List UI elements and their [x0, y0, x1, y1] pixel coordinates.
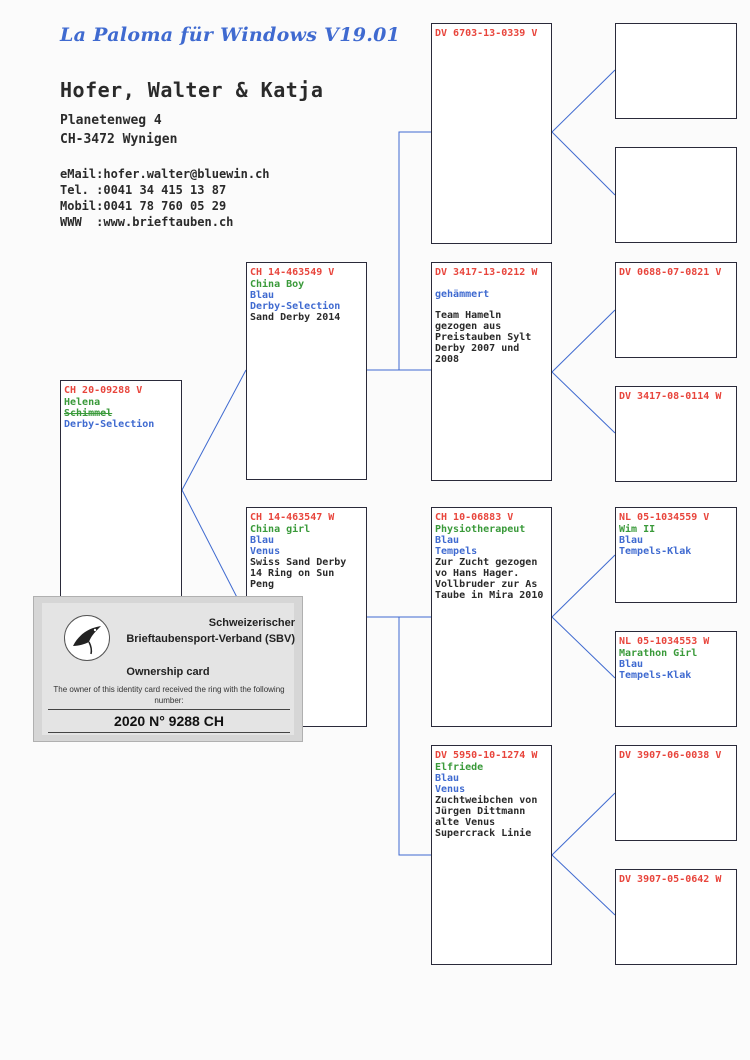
pigeon-card-subject: CH 20-09288 V Helena Schimmel Derby-Sele… — [60, 380, 182, 600]
pigeon-card-gen3-1 — [615, 23, 737, 119]
owner-city: CH-3472 Wynigen — [60, 132, 178, 147]
pigeon-note: Zur Zucht gezogen vo Hans Hager. Vollbru… — [435, 557, 544, 601]
ring-number: CH 10-06883 V — [435, 512, 514, 523]
contact-mobil: Mobil:0041 78 760 05 29 — [60, 199, 227, 213]
ring-number: CH 20-09288 V — [64, 385, 143, 396]
owner-name: Hofer, Walter & Katja — [60, 78, 324, 102]
card-ring-number: 2020 N° 9288 CH — [48, 709, 290, 733]
contact-email: eMail:hofer.walter@bluewin.ch — [60, 167, 270, 181]
ring-number: NL 05-1034553 W — [619, 636, 710, 647]
ownership-card-inner: Schweizerischer Brieftaubensport-Verband… — [42, 603, 295, 735]
pigeon-strain: Derby-Selection — [64, 419, 155, 430]
pigeon-card-gen3-4: DV 3417-08-0114 W — [615, 386, 737, 482]
card-org-line2: Brieftaubensport-Verband (SBV) — [126, 633, 295, 645]
pigeon-card-gen3-6: NL 05-1034553 W Marathon Girl Blau Tempe… — [615, 631, 737, 727]
pigeon-color: Blau — [435, 535, 460, 546]
pigeon-card-sire: CH 14-463549 V China Boy Blau Derby-Sele… — [246, 262, 367, 480]
pigeon-color: Blau — [250, 535, 275, 546]
pigeon-color: Blau — [250, 290, 275, 301]
owner-street: Planetenweg 4 — [60, 113, 162, 128]
pigeon-card-sire-dam: DV 3417-13-0212 W gehämmert Team Hameln … — [431, 262, 552, 481]
pigeon-name: China Boy — [250, 279, 305, 290]
pigeon-color: Blau — [619, 659, 644, 670]
pigeon-strain: gehämmert — [435, 289, 490, 300]
card-description: The owner of this identity card received… — [53, 685, 285, 705]
pigeon-card-dam-dam: DV 5950-10-1274 W Elfriede Blau Venus Zu… — [431, 745, 552, 965]
pigeon-card-gen3-3: DV 0688-07-0821 V — [615, 262, 737, 358]
pigeon-strain: Venus — [435, 784, 466, 795]
ring-number: DV 3417-08-0114 W — [619, 391, 722, 402]
pigeon-name: Physiotherapeut — [435, 524, 526, 535]
pigeon-card-gen3-7: DV 3907-06-0038 V — [615, 745, 737, 841]
ring-number: CH 14-463549 V — [250, 267, 335, 278]
pigeon-strain: Tempels-Klak — [619, 546, 692, 557]
pigeon-note: Swiss Sand Derby 14 Ring on Sun Peng — [250, 557, 347, 590]
ring-number: DV 6703-13-0339 V — [435, 28, 538, 39]
pigeon-strain: Tempels-Klak — [619, 670, 692, 681]
pigeon-name: Elfriede — [435, 762, 484, 773]
pigeon-card-dam-sire: CH 10-06883 V Physiotherapeut Blau Tempe… — [431, 507, 552, 727]
pigeon-card-gen3-8: DV 3907-05-0642 W — [615, 869, 737, 965]
ownership-card: Schweizerischer Brieftaubensport-Verband… — [33, 596, 303, 742]
pigeon-strain: Tempels — [435, 546, 478, 557]
pigeon-strain: Venus — [250, 546, 281, 557]
pigeon-note: Sand Derby 2014 — [250, 312, 341, 323]
pigeon-name: China girl — [250, 524, 311, 535]
pigeon-card-gen3-5: NL 05-1034559 V Wim II Blau Tempels-Klak — [615, 507, 737, 603]
contact-block: eMail:hofer.walter@bluewin.ch Tel. :0041… — [60, 166, 270, 230]
pigeon-icon — [64, 615, 110, 661]
pigeon-name: Marathon Girl — [619, 648, 698, 659]
pigeon-color: Blau — [435, 773, 460, 784]
ring-number: DV 0688-07-0821 V — [619, 267, 722, 278]
ring-number: DV 3907-05-0642 W — [619, 874, 722, 885]
pigeon-note: Team Hameln gezogen aus Preistauben Sylt… — [435, 310, 532, 365]
pigeon-name: Helena — [64, 397, 101, 408]
ring-number: NL 05-1034559 V — [619, 512, 710, 523]
contact-www: WWW :www.brieftauben.ch — [60, 215, 234, 229]
pigeon-color: Blau — [619, 535, 644, 546]
ring-number: CH 14-463547 W — [250, 512, 335, 523]
card-org-line1: Schweizerischer — [208, 617, 295, 629]
ring-number: DV 5950-10-1274 W — [435, 750, 538, 761]
pigeon-strain: Derby-Selection — [250, 301, 341, 312]
pigeon-color-struck: Schimmel — [64, 408, 113, 419]
program-logo: La Paloma für Windows V19.01 — [60, 24, 401, 46]
ring-number: DV 3907-06-0038 V — [619, 750, 722, 761]
pigeon-note: Zuchtweibchen von Jürgen Dittmann alte V… — [435, 795, 538, 839]
pigeon-card-sire-sire: DV 6703-13-0339 V — [431, 23, 552, 244]
pigeon-card-gen3-2 — [615, 147, 737, 243]
ring-number: DV 3417-13-0212 W — [435, 267, 538, 278]
contact-tel: Tel. :0041 34 415 13 87 — [60, 183, 227, 197]
pigeon-name: Wim II — [619, 524, 656, 535]
card-title: Ownership card — [126, 666, 210, 678]
